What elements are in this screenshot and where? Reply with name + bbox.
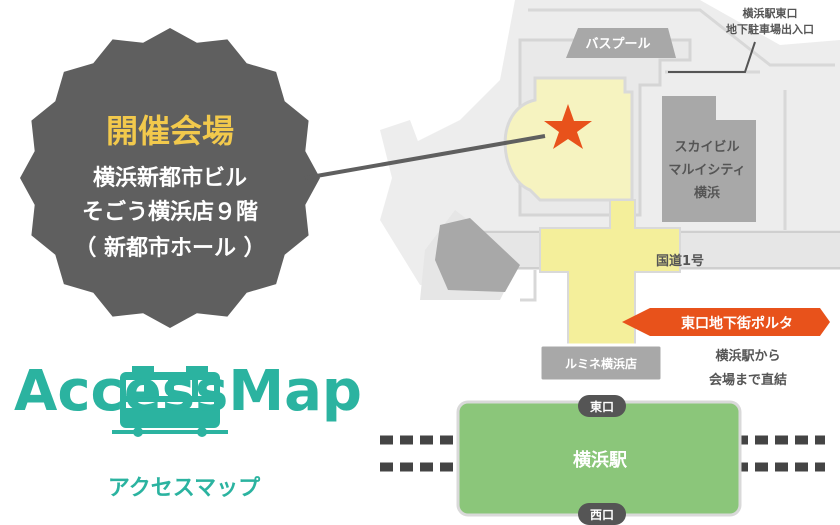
west-exit-label: 西口 [590, 508, 614, 522]
parking-label-line1: 横浜駅東口 [743, 6, 798, 20]
star-icon [544, 104, 592, 149]
train-icon [112, 366, 228, 437]
note-line1: 横浜駅から [715, 348, 780, 364]
bus-pool-label: バスプール [585, 37, 650, 52]
station-label: 横浜駅 [573, 449, 628, 471]
sky-building: スカイビル マルイシティ 横浜 [662, 96, 756, 222]
gray-block [435, 218, 520, 292]
porta-badge: 東口地下街ポルタ [622, 308, 830, 336]
venue-badge [20, 28, 546, 328]
page-subtitle: アクセスマップ [107, 476, 261, 501]
parking-label-line2: 地下駐車場出入口 [726, 22, 814, 36]
venue-badge-shape [20, 28, 320, 328]
bus-pool: バスプール [566, 28, 676, 58]
venue-line1: 横浜新都市ビル [92, 166, 247, 191]
page-title: AccessMap [14, 359, 362, 424]
venue-pointer-line [304, 134, 546, 180]
east-exit-label: 東口 [590, 399, 614, 414]
lumine-label: ルミネ横浜店 [565, 356, 637, 371]
note-line2: 会場まで直結 [709, 372, 787, 388]
station: 横浜駅 東口 西口 [456, 395, 742, 525]
parking-entrance: 横浜駅東口 地下駐車場出入口 [668, 6, 814, 73]
venue-line2: そごう横浜店９階 [81, 200, 258, 225]
sky-label-line1: スカイビル [674, 139, 739, 155]
sky-label-line3: 横浜 [694, 185, 720, 201]
lumine-building: ルミネ横浜店 [538, 343, 664, 383]
railway-tracks [380, 432, 825, 474]
venue-heading: 開催会場 [105, 112, 234, 150]
route1-label: 国道1号 [656, 253, 704, 269]
porta-label: 東口地下街ポルタ [681, 315, 793, 332]
arrow-left-icon [622, 308, 830, 336]
venue-line3: （ 新都市ホール ） [74, 236, 266, 261]
venue-building [503, 76, 634, 202]
sky-label-line2: マルイシティ [668, 163, 745, 178]
